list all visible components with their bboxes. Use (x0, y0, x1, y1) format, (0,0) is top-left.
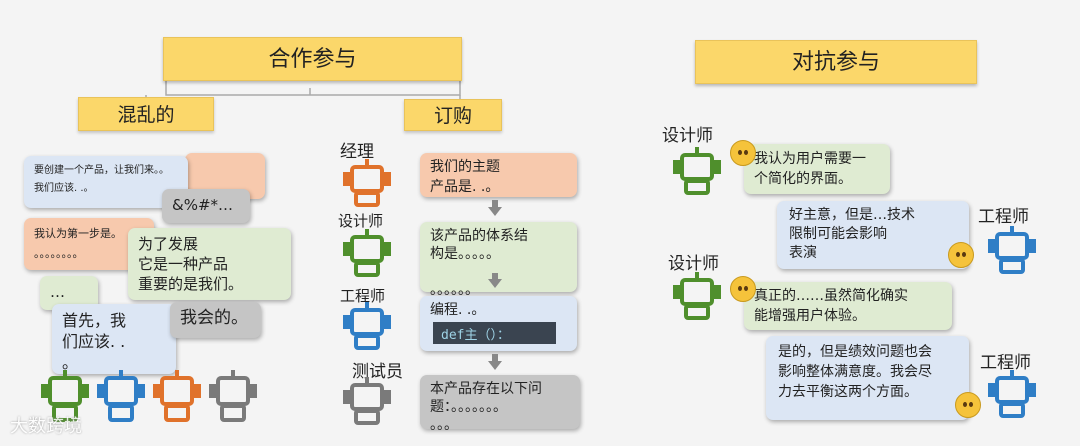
chaotic-bubble-2: &%#*… (162, 189, 250, 223)
engineer-message-2: 是的，但是绩效问题也会 影响整体满意度。我会尽 力去平衡这两个方面。 (766, 336, 969, 420)
exploding-head-icon (948, 242, 974, 268)
flow-arrow-3 (488, 361, 502, 370)
thinking-face-icon (730, 140, 756, 166)
manager-message: 我们的主题 产品是. .。 (420, 153, 577, 197)
code-snippet: def主（）： (433, 322, 556, 344)
chaotic-bubble-6: 首先，我 们应该. . 。 (52, 304, 176, 374)
zipper-face-icon (955, 392, 981, 418)
flow-arrow-2 (488, 279, 502, 288)
robot-green-icon (41, 370, 89, 422)
robot-group-chaotic (41, 370, 257, 422)
role-tester-label: 测试员 (352, 362, 403, 382)
watermark-logo: 大数跨境 (10, 416, 82, 437)
role-engineer-label: 工程师 (340, 287, 386, 305)
robot-green-icon (343, 229, 391, 277)
chaotic-bubble-7: 我会的。 (170, 302, 261, 338)
role-designer-label-2: 设计师 (668, 254, 719, 274)
robot-column-designer (673, 147, 721, 320)
ordered-header: 订购 (404, 99, 502, 131)
tester-message: 本产品存在以下问 题：。。。。。。。 。。。 (420, 375, 580, 433)
role-engineer-label-2: 工程师 (980, 353, 1031, 373)
adversarial-header: 对抗参与 (695, 40, 977, 84)
designer-message-2: 真正的……虽然简化确实 能增强用户体验。 (744, 282, 952, 330)
robot-blue-icon (343, 302, 391, 350)
robot-blue-icon (988, 370, 1036, 418)
chaotic-header: 混乱的 (78, 97, 214, 131)
designer-message-1: 我认为用户需要一 个简化的界面。 (744, 144, 890, 194)
chaotic-bubble-4: 为了发展 它是一种产品 重要的是我们。 (128, 228, 291, 300)
flow-arrow-shaft-1 (492, 200, 498, 208)
role-designer-label-1: 设计师 (662, 126, 713, 146)
robot-column-engineer (988, 226, 1036, 418)
chaotic-bubble-1: 要创建一个产品，让我们来。。 我们应该. .。 (24, 156, 188, 208)
flow-arrow-1 (488, 207, 502, 216)
role-designer-label: 设计师 (338, 212, 384, 230)
role-manager-label: 经理 (340, 142, 374, 162)
robot-column-ordered (343, 159, 391, 425)
robot-orange-icon (343, 159, 391, 207)
pleading-face-icon (730, 276, 756, 302)
robot-blue-icon (988, 226, 1036, 274)
flow-arrow-shaft-3 (492, 354, 498, 362)
robot-gray-icon (209, 370, 257, 422)
robot-green-icon (673, 272, 721, 320)
robot-gray-icon (343, 377, 391, 425)
robot-orange-icon (153, 370, 201, 422)
robot-green-icon (673, 147, 721, 195)
role-engineer-label-1: 工程师 (978, 207, 1029, 227)
flow-arrow-shaft-2 (492, 273, 498, 280)
robot-blue-icon (97, 370, 145, 422)
cooperative-header: 合作参与 (163, 37, 462, 81)
engineer-message-1: 好主意，但是…技术 限制可能会影响 表演 (777, 201, 969, 269)
